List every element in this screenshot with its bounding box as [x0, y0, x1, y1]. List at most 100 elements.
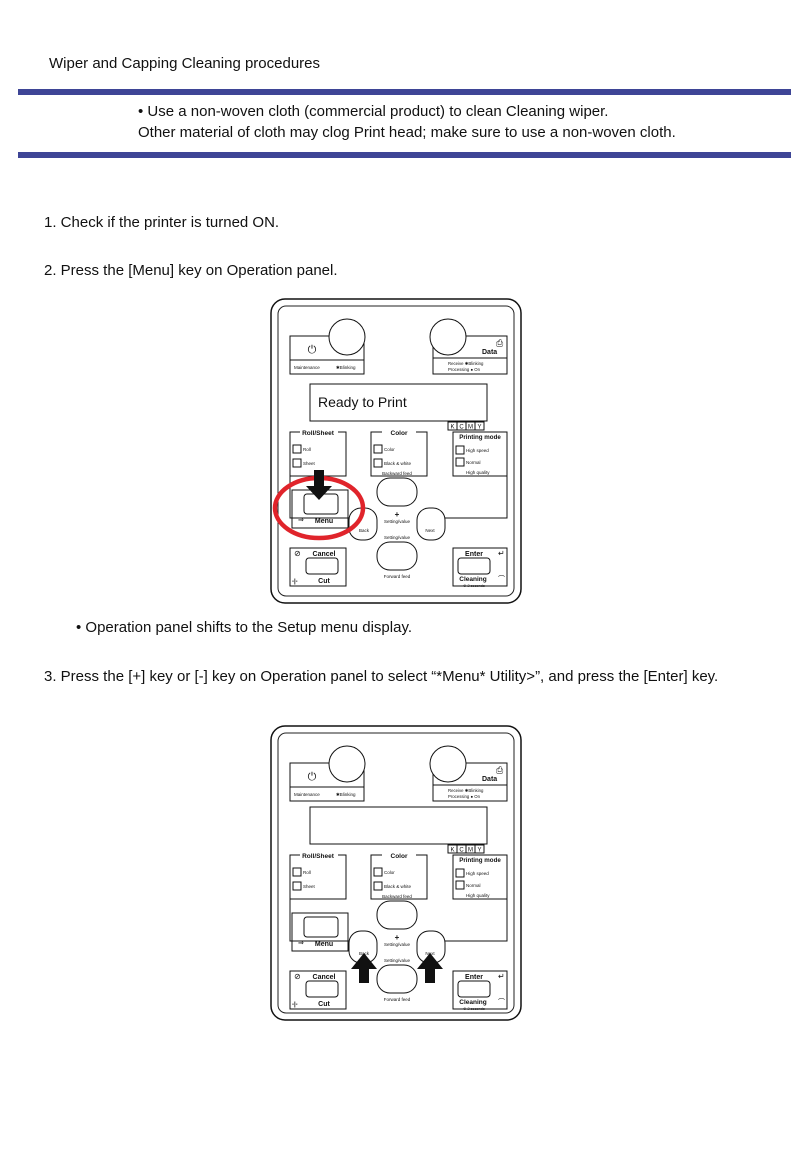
- step-2: 2. Press the [Menu] key on Operation pan…: [44, 262, 338, 279]
- sheet-label: Sheet: [303, 461, 316, 466]
- notice-bottom-rule: [18, 152, 791, 158]
- two-seconds-label: ⊕ 2 seconds: [463, 584, 485, 588]
- roll-sheet-title: Roll/Sheet: [302, 430, 335, 437]
- color-led: [373, 444, 383, 454]
- up-key: [376, 477, 418, 507]
- sheet-led: [292, 458, 302, 468]
- panel-inner-outline: [277, 305, 515, 597]
- menu-key: [303, 916, 339, 938]
- cancel-key: [305, 980, 339, 998]
- cancel-label: Cancel: [313, 551, 336, 558]
- roll-sheet-title-bg: [300, 428, 338, 437]
- high-speed-label: High speed: [466, 448, 489, 453]
- enter-icon: ↵: [498, 549, 505, 558]
- two-seconds-label: ⊕ 2 seconds: [463, 1007, 485, 1011]
- setting-value-bottom-label: Setting/value: [384, 958, 411, 963]
- step-3: 3. Press the [+] key or [-] key on Opera…: [44, 668, 719, 685]
- roll-label: Roll: [303, 447, 311, 452]
- power-icon: ⏻: [308, 344, 317, 356]
- cancel-label: Cancel: [313, 974, 336, 981]
- panel-outline: [270, 298, 522, 604]
- down-key: [376, 541, 418, 571]
- down-key: [376, 964, 418, 994]
- cleaning-label: Cleaning: [459, 576, 486, 583]
- power-icon: ⏻: [308, 771, 317, 783]
- cut-label: Cut: [318, 578, 330, 585]
- maintenance-label: Maintenance: [294, 792, 320, 797]
- sheet-label: Sheet: [303, 884, 316, 889]
- data-box: [432, 335, 508, 375]
- data-label: Data: [482, 349, 497, 356]
- power-button: [328, 318, 366, 356]
- cancel-frame: [289, 970, 347, 1010]
- printer-icon: ⎙: [496, 338, 504, 348]
- bw-label: Black & white: [384, 461, 412, 466]
- color-title-bg: [382, 851, 416, 860]
- enter-key: [457, 980, 491, 998]
- notice-top-rule: [18, 89, 791, 95]
- color-title-bg: [382, 428, 416, 437]
- cancel-key: [305, 557, 339, 575]
- printing-mode-group: [452, 854, 508, 900]
- kcmy-label-c: C: [459, 848, 464, 854]
- enter-frame: [452, 547, 508, 587]
- roll-led: [292, 867, 302, 877]
- cancel-icon: ⊘: [294, 972, 301, 981]
- normal-led: [455, 880, 465, 890]
- receive-label: Receive ✱Blinking: [448, 361, 484, 366]
- kcmy-label-y: Y: [477, 425, 481, 431]
- color-option-label: Color: [384, 870, 395, 875]
- enter-label: Enter: [465, 551, 483, 558]
- bw-led: [373, 458, 383, 468]
- notice-line-2: Other material of cloth may clog Print h…: [138, 124, 676, 141]
- menu-key-frame: [291, 912, 349, 952]
- high-quality-label: High quality: [466, 470, 490, 475]
- press-left-arrow: [351, 953, 377, 983]
- blinking-label: ✱Blinking: [336, 792, 356, 797]
- kcmy-box-y: [474, 844, 485, 854]
- forward-feed-label: Forward feed: [384, 997, 411, 1002]
- power-box: [289, 762, 365, 802]
- kcmy-box-y: [474, 421, 485, 431]
- bw-label: Black & white: [384, 884, 412, 889]
- kcmy-label-k: K: [450, 425, 454, 431]
- data-button: [429, 318, 467, 356]
- press-right-arrow: [417, 953, 443, 983]
- setting-value-top-label: Setting/value: [384, 942, 411, 947]
- plus-label: +: [395, 933, 400, 942]
- color-led: [373, 867, 383, 877]
- high-speed-led: [455, 445, 465, 455]
- menu-icon: ⇒: [298, 517, 304, 524]
- normal-label: Normal: [466, 460, 481, 465]
- printing-mode-title: Printing mode: [459, 857, 501, 864]
- menu-label: Menu: [315, 941, 333, 948]
- processing-label: Processing ● On: [448, 794, 481, 799]
- backward-feed-label: Backward feed: [382, 471, 412, 476]
- connector-right: [432, 476, 508, 519]
- high-speed-led: [455, 868, 465, 878]
- menu-icon: ⇒: [298, 940, 304, 947]
- wiper-icon: ⌒: [498, 575, 505, 583]
- printing-mode-group: [452, 431, 508, 477]
- roll-label: Roll: [303, 870, 311, 875]
- cancel-frame: [289, 547, 347, 587]
- enter-label: Enter: [465, 974, 483, 981]
- data-label: Data: [482, 776, 497, 783]
- color-option-label: Color: [384, 447, 395, 452]
- kcmy-label-m: M: [468, 848, 473, 854]
- normal-led: [455, 457, 465, 467]
- enter-key: [457, 557, 491, 575]
- wiper-icon: ⌒: [498, 998, 505, 1006]
- maintenance-label: Maintenance: [294, 365, 320, 370]
- notice-line-1: • Use a non-woven cloth (commercial prod…: [138, 103, 609, 120]
- cancel-icon: ⊘: [294, 549, 301, 558]
- step-2-note: • Operation panel shifts to the Setup me…: [76, 619, 413, 636]
- high-speed-label: High speed: [466, 871, 489, 876]
- blinking-label: ✱Blinking: [336, 365, 356, 370]
- kcmy-label-c: C: [459, 425, 464, 431]
- plus-label: +: [395, 510, 400, 519]
- power-button: [328, 745, 366, 783]
- normal-label: Normal: [466, 883, 481, 888]
- color-title: Color: [391, 853, 408, 860]
